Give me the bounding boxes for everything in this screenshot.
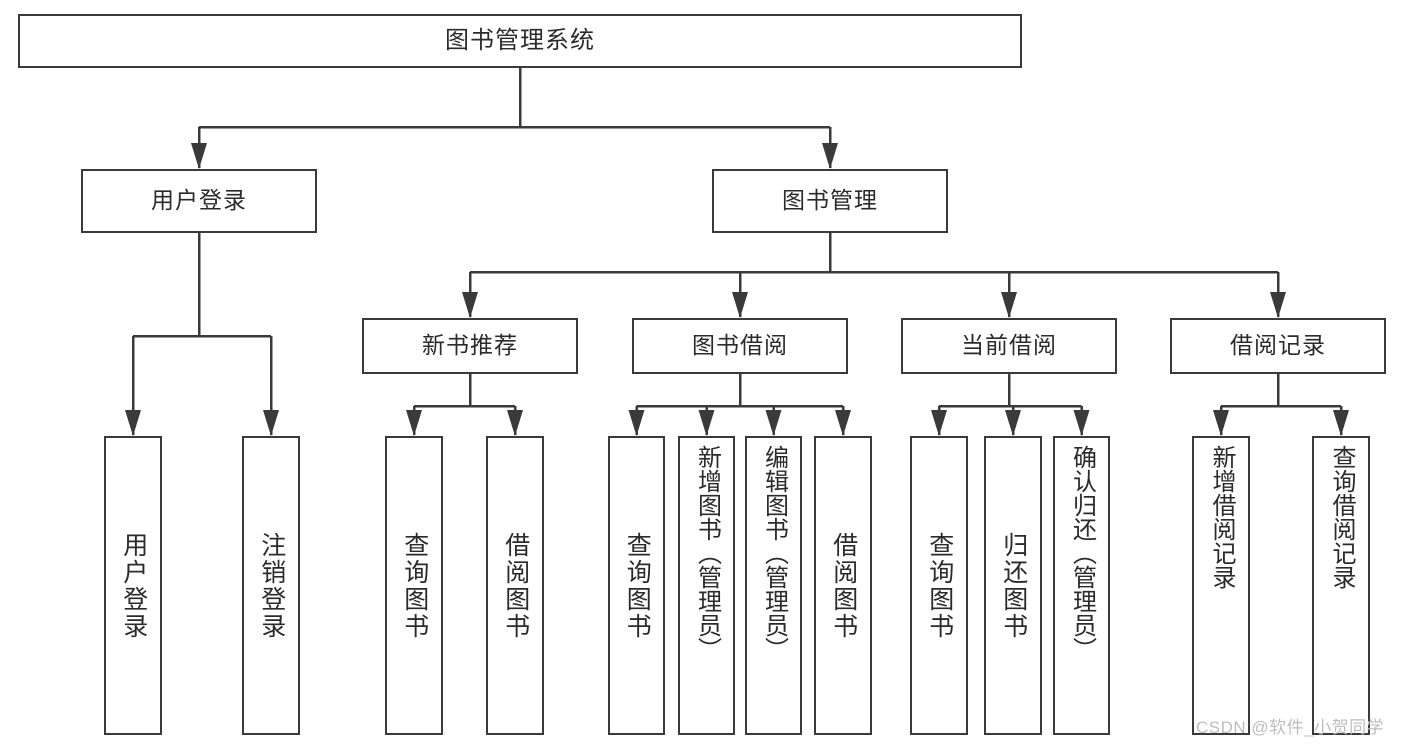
node-leaf-borrow-book[interactable]: 借阅图书 (814, 436, 872, 735)
node-leaf-confirm-return[interactable]: 确认归还（管理员） (1053, 436, 1110, 735)
node-book-manage[interactable]: 图书管理 (712, 169, 948, 233)
node-leaf-add-book[interactable]: 新增图书（管理员） (678, 436, 735, 735)
node-label: 新增借阅记录 (1208, 445, 1235, 589)
connector-arrowhead (263, 410, 279, 436)
node-leaf-edit-book[interactable]: 编辑图书（管理员） (745, 436, 802, 735)
node-current-borrow[interactable]: 当前借阅 (901, 318, 1117, 374)
node-leaf-query-book-borrow[interactable]: 查询图书 (608, 436, 665, 735)
csdn-watermark: CSDN @软件_小贺同学 (1196, 718, 1385, 737)
node-label: 查询图书 (925, 531, 954, 640)
connector-arrowhead (822, 143, 838, 169)
connector-arrowhead (462, 292, 478, 318)
node-leaf-query-book-current[interactable]: 查询图书 (910, 436, 968, 735)
node-label: 用户登录 (119, 531, 148, 640)
node-leaf-user-login[interactable]: 用户登录 (104, 436, 162, 735)
node-borrow-record[interactable]: 借阅记录 (1170, 318, 1386, 374)
connector-arrowhead (406, 410, 422, 436)
node-label: 注销登录 (257, 531, 286, 640)
node-book-borrow[interactable]: 图书借阅 (632, 318, 848, 374)
connector-arrowhead (1213, 410, 1229, 436)
connector-arrowhead (931, 410, 947, 436)
node-label: 确认归还（管理员） (1068, 445, 1096, 661)
connector-arrowhead (732, 292, 748, 318)
node-label: 新书推荐 (422, 332, 518, 359)
node-label: 查询图书 (623, 531, 652, 640)
node-label: 图书借阅 (692, 332, 788, 359)
node-leaf-add-borrow-record[interactable]: 新增借阅记录 (1192, 436, 1250, 735)
connector-arrowhead (628, 410, 645, 436)
connector-arrowhead (1001, 292, 1017, 318)
node-root[interactable]: 图书管理系统 (18, 14, 1022, 68)
node-label: 归还图书 (999, 531, 1028, 640)
node-leaf-query-book-recommend[interactable]: 查询图书 (385, 436, 443, 735)
connector-arrowhead (1005, 410, 1021, 436)
node-label: 当前借阅 (961, 332, 1057, 359)
connector-arrowhead (507, 410, 523, 436)
connector-arrowhead (765, 410, 782, 436)
node-label: 查询图书 (400, 531, 429, 640)
connector-arrowhead (191, 143, 207, 169)
connector-arrowhead (125, 410, 141, 436)
node-new-book-recommend[interactable]: 新书推荐 (362, 318, 578, 374)
connector-arrowhead (698, 410, 715, 436)
connector-arrowhead (1073, 410, 1090, 436)
node-leaf-return-book[interactable]: 归还图书 (984, 436, 1042, 735)
node-label: 新增图书（管理员） (693, 445, 721, 661)
node-leaf-query-borrow-record[interactable]: 查询借阅记录 (1312, 436, 1370, 735)
node-user-login[interactable]: 用户登录 (81, 169, 317, 233)
node-label: 借阅记录 (1230, 332, 1326, 359)
connector-arrowhead (835, 410, 851, 436)
node-label: 查询借阅记录 (1328, 445, 1355, 589)
node-leaf-logout[interactable]: 注销登录 (242, 436, 300, 735)
node-label: 图书管理 (782, 187, 878, 214)
node-label: 借阅图书 (501, 531, 530, 640)
connector-arrowhead (1270, 292, 1286, 318)
connector-arrowhead (1333, 410, 1349, 436)
node-label: 用户登录 (151, 187, 247, 214)
node-label: 图书管理系统 (445, 26, 595, 54)
node-label: 借阅图书 (829, 531, 858, 640)
node-label: 编辑图书（管理员） (760, 445, 788, 661)
node-leaf-borrow-book-recommend[interactable]: 借阅图书 (486, 436, 544, 735)
